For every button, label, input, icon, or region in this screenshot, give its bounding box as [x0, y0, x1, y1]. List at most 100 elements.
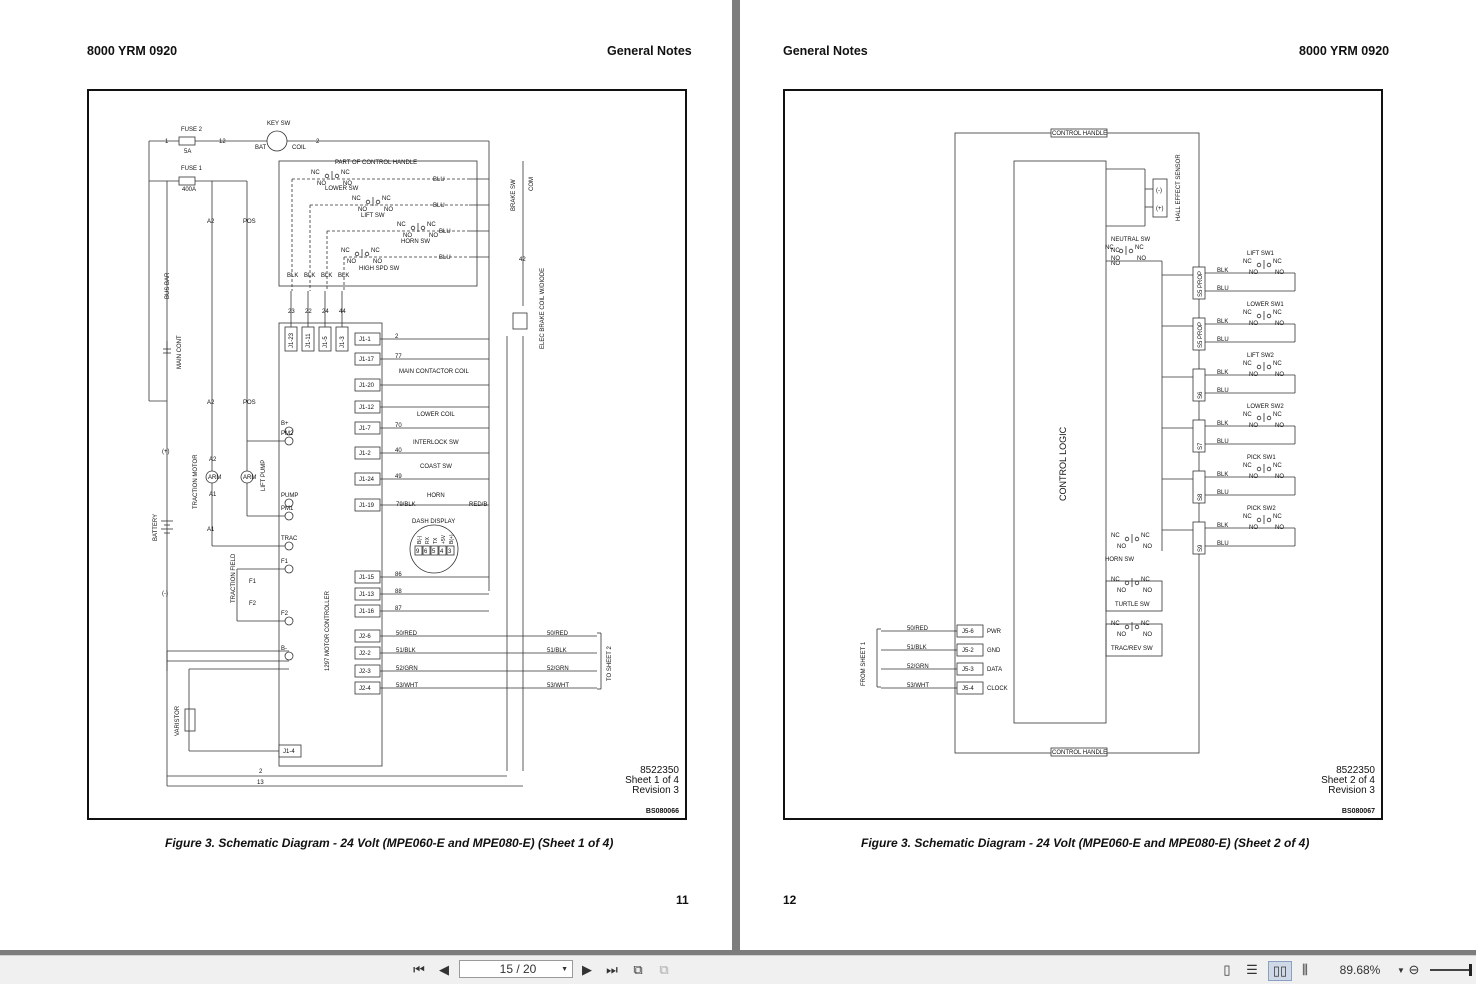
sensor-blu-3: BLU — [1217, 439, 1229, 445]
j1-pin-J1-1: J1-1 — [359, 337, 371, 343]
j5-signal-2: DATA — [987, 667, 1002, 673]
switch-contact-3-nc2: NC — [1273, 412, 1282, 418]
left-handle-switch-4-no: NO — [347, 259, 356, 265]
key-bat-label: BAT — [255, 145, 267, 151]
j5-pin-3: J5-4 — [962, 686, 974, 692]
switch-contact-2-nc: NC — [1243, 361, 1252, 367]
horn-sw-label-r: HORN SW — [1105, 557, 1134, 563]
elec-brake-coil-label: ELEC BRAKE COIL W/DIODE — [540, 268, 546, 349]
control-handle-bottom-label: CONTROL HANDLE — [1052, 750, 1107, 756]
terminal-pm1: PM1 — [281, 506, 294, 512]
blk-3: BLK — [321, 273, 332, 279]
traction-arm: ARM — [208, 475, 221, 481]
prev-page-icon[interactable]: ◀ — [439, 962, 449, 977]
right-switch-contact-1-nc: NC — [1111, 533, 1120, 539]
wire-num-w86-486: 86 — [395, 572, 402, 578]
blk-1: BLK — [287, 273, 298, 279]
zoom-slider-thumb[interactable] — [1469, 964, 1472, 976]
facing-icon[interactable]: ▯▯ — [1268, 961, 1292, 981]
j5-pin-2: J5-3 — [962, 667, 974, 673]
to-sheet-2-label: TO SHEET 2 — [607, 646, 613, 681]
next-page-icon[interactable]: ▶ — [582, 962, 592, 977]
schematic-sheet-1: FUSE 2 5A FUSE 1 400A KEY SW BAT COIL 1 … — [87, 89, 687, 820]
continuous-icon[interactable]: ☰ — [1246, 962, 1258, 977]
right-switch-contact-0-no: NO — [1111, 256, 1120, 262]
right-switch-contact-1-no: NO — [1117, 544, 1126, 550]
sheet-2-sheet: Sheet 2 of 4 — [1321, 775, 1375, 786]
a2-motor: A2 — [209, 457, 217, 463]
brake-com-label: COM — [529, 177, 535, 191]
j2-pin-J2-4: J2-4 — [359, 686, 371, 692]
sensor-blu-5: BLU — [1217, 541, 1229, 547]
lift-pump-label: LIFT PUMP — [261, 460, 267, 491]
j5-pin-1: J5-2 — [962, 648, 974, 654]
j5-wire-0: 50/RED — [907, 626, 929, 632]
j1-pin-J1-7: J1-7 — [359, 426, 371, 432]
sheet-2-revision: Revision 3 — [1328, 785, 1375, 796]
trac-rev-sw-label: TRAC/REV SW — [1111, 646, 1153, 652]
right-switch-contact-2-nc: NC — [1111, 577, 1120, 583]
right-switch-contact-0-nc2: NC — [1135, 245, 1144, 251]
left-handle-switch-3-nc: NC — [397, 222, 406, 228]
wire-13-bottom: 13 — [257, 780, 264, 786]
key-sw-label: KEY SW — [267, 121, 291, 127]
switch-contact-0-nc2: NC — [1273, 259, 1282, 265]
j1-top-pin-J1-3: J1-3 — [340, 336, 346, 348]
interlock-sw-label: INTERLOCK SW — [413, 440, 459, 446]
right-figure-caption: Figure 3. Schematic Diagram - 24 Volt (M… — [861, 836, 1310, 850]
sensor-2: S6 — [1198, 391, 1204, 399]
j1-pin-J1-15: J1-15 — [359, 575, 375, 581]
page-number-value: 15 / 20 — [499, 962, 537, 976]
switch-name-3: LOWER SW2 — [1247, 404, 1284, 410]
go-forward-icon[interactable]: ⧉ — [659, 962, 669, 977]
zoom-level[interactable]: 89.68% — [1339, 963, 1381, 977]
switch-name-0: LIFT SW1 — [1247, 251, 1275, 257]
wire-2-bottom: 2 — [259, 769, 263, 775]
left-handle-switch-3-no2: NO — [429, 233, 438, 239]
zoom-out-icon[interactable]: ⊖ — [1408, 962, 1420, 977]
dash-num-2: 5 — [432, 549, 436, 555]
sheet-2-code: BS080067 — [1341, 808, 1375, 815]
sheet-2-info: 8522350 Sheet 2 of 4 Revision 3 — [1321, 766, 1375, 796]
page-number-field[interactable]: 15 / 20 ▼ — [459, 960, 573, 978]
wire-1: 1 — [165, 139, 169, 145]
switch-contact-5-nc2: NC — [1273, 514, 1282, 520]
zoom-dropdown-icon[interactable]: ▼ — [1397, 965, 1405, 975]
left-header-doc-id: 8000 YRM 0920 — [87, 44, 178, 58]
page-dropdown-icon[interactable]: ▼ — [561, 965, 568, 973]
from-sheet-1-label: FROM SHEET 1 — [861, 641, 867, 686]
left-handle-switch-2-no: NO — [358, 207, 367, 213]
j1-top-pin-J1-23: J1-23 — [289, 332, 295, 348]
single-page-icon[interactable]: ▯ — [1223, 962, 1231, 977]
f2-field: F2 — [249, 601, 257, 607]
left-page-number: 11 — [676, 893, 689, 907]
continuous-facing-icon[interactable]: ⫼ — [1302, 962, 1308, 977]
first-page-icon[interactable]: ⏮ — [413, 962, 425, 977]
last-page-icon[interactable]: ⏭ — [606, 962, 618, 977]
j1-top-wire-23: 23 — [288, 309, 295, 315]
sensor-blu-1: BLU — [1217, 337, 1229, 343]
blk-4: BLK — [338, 273, 349, 279]
go-back-icon[interactable]: ⧉ — [633, 962, 643, 977]
switch-contact-2-nc2: NC — [1273, 361, 1282, 367]
terminal-f1: F1 — [281, 559, 289, 565]
blu-2: BLU — [433, 203, 445, 209]
left-handle-switch-2-nc2: NC — [382, 196, 391, 202]
sensor-1: S5 PROP — [1198, 322, 1204, 348]
left-handle-switch-3-no: NO — [403, 233, 412, 239]
j2-wire-left-J2-6: 50/RED — [396, 631, 418, 637]
switch-name-5: PICK SW2 — [1247, 506, 1276, 512]
dash-num-1: 6 — [424, 549, 428, 555]
neutral-nc: NC — [1111, 248, 1120, 254]
dash-num-3: 4 — [440, 549, 444, 555]
zoom-slider[interactable] — [1428, 961, 1472, 979]
sensor-blk-2: BLK — [1217, 370, 1228, 376]
blu-1: BLU — [433, 177, 445, 183]
battery-minus: (-) — [162, 591, 168, 597]
schematic-sheet-2: CONTROL HANDLE CONTROL HANDLE CONTROL LO… — [783, 89, 1383, 820]
